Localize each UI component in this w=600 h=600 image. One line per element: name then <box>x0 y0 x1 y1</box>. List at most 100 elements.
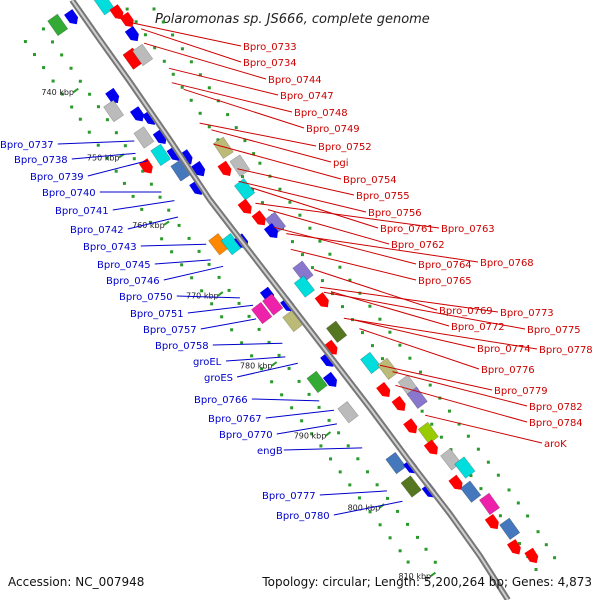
gene-arrow <box>403 418 418 434</box>
gene-box <box>251 301 273 325</box>
ring-dot <box>420 409 424 413</box>
ring-dot <box>297 379 301 383</box>
ring-dot <box>526 514 530 518</box>
gene-arrow-shape <box>448 474 463 490</box>
leader-line <box>333 500 403 516</box>
gene-arrow-shape <box>109 4 124 20</box>
ring-dot <box>134 20 138 24</box>
ring-dot <box>386 496 390 500</box>
ring-dot <box>416 535 420 539</box>
ring-dot <box>380 357 384 361</box>
genome-backbone <box>69 0 511 600</box>
tick-mark <box>429 571 437 578</box>
ring-dot <box>320 279 324 283</box>
ring-dot <box>234 126 238 130</box>
gene-label-reverse: Bpro_0750 <box>119 292 173 303</box>
ring-dot <box>310 432 314 436</box>
ring-dot <box>207 262 211 266</box>
ring-dot <box>449 448 453 452</box>
leader-line <box>57 140 135 145</box>
gene-box-shape <box>325 320 348 344</box>
ring-dot <box>158 195 162 199</box>
tick-label: 750 kbp <box>87 154 120 163</box>
gene-box-shape <box>150 143 172 167</box>
ring-dot <box>60 92 64 96</box>
gene-box-shape <box>47 13 69 37</box>
gene-label-forward: Bpro_0782 <box>529 402 583 413</box>
ring-dot <box>290 406 294 410</box>
ring-dot <box>78 79 82 83</box>
gene-box <box>385 451 407 475</box>
gene-label-reverse: Bpro_0757 <box>143 325 197 336</box>
ring-dot <box>23 40 27 44</box>
gene-arrow <box>237 198 252 214</box>
leader-line <box>176 295 240 299</box>
gene-box <box>47 13 69 37</box>
ring-dot <box>319 444 323 448</box>
ring-dot <box>348 278 352 282</box>
ring-dot <box>419 370 423 374</box>
leader-line <box>154 259 211 265</box>
leader-line <box>359 328 480 370</box>
ring-dot <box>180 263 184 267</box>
ring-dot <box>300 419 304 423</box>
ring-dot <box>370 344 374 348</box>
ring-dot <box>167 208 171 212</box>
gene-arrow <box>217 160 232 177</box>
gene-box-shape <box>93 0 115 16</box>
ring-dot <box>318 239 322 243</box>
gene-box-shape <box>212 136 234 160</box>
gene-box <box>233 178 256 201</box>
gene-box <box>93 0 115 16</box>
gene-box <box>400 475 422 498</box>
ring-dot <box>310 266 314 270</box>
ring-dot <box>290 240 294 244</box>
gene-box <box>417 421 439 445</box>
ring-dot <box>237 301 241 305</box>
gene-label-reverse: groES <box>204 373 233 384</box>
ring-dot <box>360 331 364 335</box>
ring-dot <box>227 288 231 292</box>
gene-arrow <box>109 4 124 20</box>
ring-dot <box>337 431 341 435</box>
ring-dot <box>171 72 175 76</box>
ring-dot <box>368 304 372 308</box>
ring-dot <box>42 66 46 70</box>
ring-dot <box>189 98 193 102</box>
leader-line <box>323 291 526 330</box>
gene-box <box>325 320 348 344</box>
ring-dot <box>378 317 382 321</box>
gene-box-shape <box>377 357 399 381</box>
leader-line <box>199 122 317 147</box>
leader-line <box>251 398 320 402</box>
ring-dot <box>258 161 262 165</box>
gene-box <box>478 492 501 516</box>
gene-box <box>229 154 251 177</box>
leader-line <box>200 318 257 330</box>
gene-arrow <box>323 339 338 355</box>
ring-dot <box>125 7 129 11</box>
ring-dot <box>476 447 480 451</box>
leader-line <box>168 67 279 96</box>
gene-box <box>360 351 382 375</box>
gene-label-forward: Bpro_0764 <box>418 260 472 271</box>
gene-arrow-shape <box>376 382 391 397</box>
ring-dot <box>479 487 483 491</box>
ring-dot <box>328 252 332 256</box>
gene-arrow <box>391 395 406 411</box>
leader-line <box>140 243 207 247</box>
ring-dot <box>122 181 126 185</box>
gene-label-reverse: Bpro_0741 <box>55 206 109 217</box>
leader-line <box>379 364 493 391</box>
leader-line <box>71 152 136 160</box>
ring-dot <box>200 289 204 293</box>
leader-line <box>140 28 242 63</box>
ring-dot <box>180 47 184 51</box>
leader-line <box>213 143 342 180</box>
ring-dot <box>368 510 372 514</box>
ring-dot <box>340 305 344 309</box>
gene-arrow <box>484 513 499 530</box>
leader-line <box>319 286 499 313</box>
leader-line <box>392 371 528 407</box>
gene-label-reverse: Bpro_0780 <box>276 511 330 522</box>
